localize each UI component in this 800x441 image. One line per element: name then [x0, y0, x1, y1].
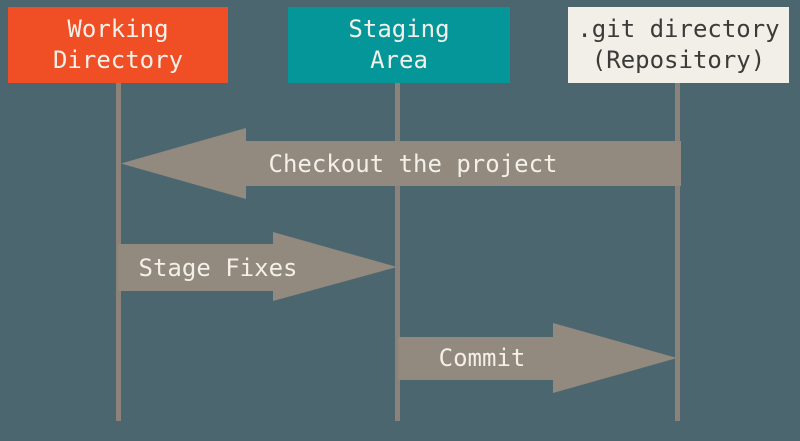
- staging-area-label-line1: Staging: [348, 15, 450, 43]
- stage-fixes-arrow-label: Stage Fixes: [138, 254, 298, 282]
- git-directory-label-line1: .git directory: [577, 15, 780, 43]
- commit-arrow-shape: [398, 323, 677, 393]
- checkout-arrow-shape: [121, 128, 681, 199]
- staging-area-box: Staging Area: [288, 7, 510, 83]
- git-directory-label-line2: (Repository): [591, 46, 766, 74]
- git-directory-lifeline: [675, 83, 680, 421]
- staging-area-label-line2: Area: [370, 46, 428, 74]
- git-directory-box: .git directory (Repository): [568, 7, 789, 83]
- working-directory-label-line1: Working: [67, 15, 169, 43]
- staging-area-lifeline: [395, 83, 400, 421]
- working-directory-label-line2: Directory: [52, 46, 184, 74]
- commit-arrow-label: Commit: [438, 344, 526, 372]
- checkout-arrow-label: Checkout the project: [268, 150, 558, 178]
- working-directory-box: Working Directory: [8, 7, 228, 83]
- stage-fixes-arrow-shape: [118, 232, 397, 301]
